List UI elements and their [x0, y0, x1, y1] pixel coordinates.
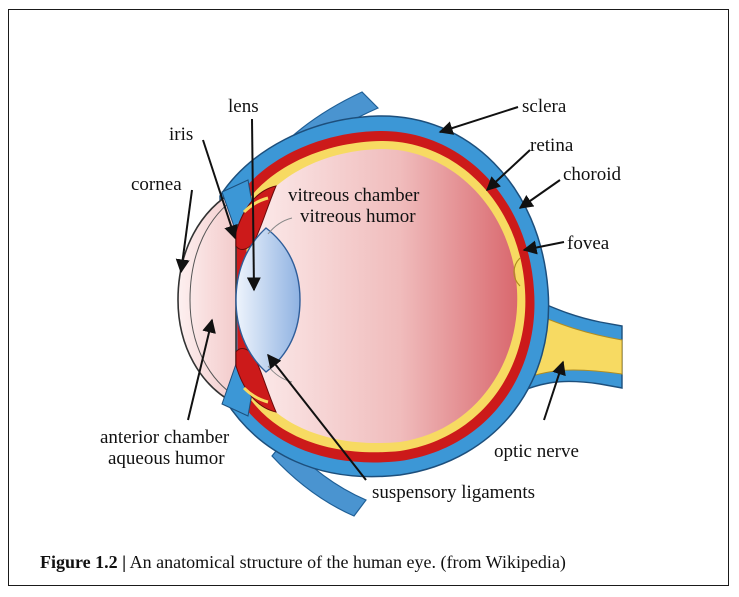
label-iris: iris	[169, 124, 193, 145]
label-cornea: cornea	[131, 174, 182, 195]
figure-number: Figure 1.2 |	[40, 552, 126, 572]
caption-text: An anatomical structure of the human eye…	[126, 552, 566, 572]
label-vitreous-humor: vitreous humor	[300, 206, 416, 227]
sclera-arrow	[440, 107, 518, 132]
label-lens: lens	[228, 96, 259, 117]
label-optic-nerve: optic nerve	[494, 441, 579, 462]
label-choroid: choroid	[563, 164, 622, 185]
label-fovea: fovea	[567, 233, 610, 254]
label-anterior-chamber: anterior chamber	[100, 427, 230, 448]
label-suspensory-ligaments: suspensory ligaments	[372, 482, 535, 503]
choroid-arrow	[520, 180, 560, 208]
label-aqueous-humor: aqueous humor	[108, 448, 225, 469]
label-sclera: sclera	[522, 96, 567, 117]
figure-caption: Figure 1.2 | An anatomical structure of …	[40, 552, 720, 573]
label-vitreous-chamber: vitreous chamber	[288, 185, 420, 206]
label-retina: retina	[530, 135, 574, 156]
